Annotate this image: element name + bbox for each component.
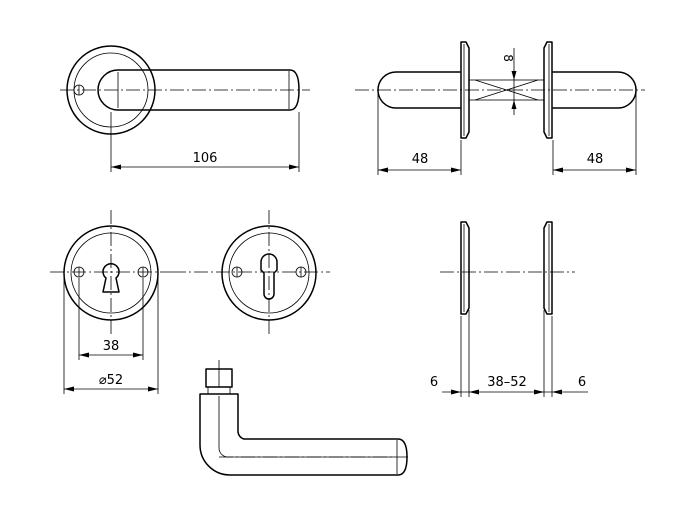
projection-right-label: 48 xyxy=(587,152,604,167)
rose-thickness-right-label: 6 xyxy=(578,375,586,390)
spindle-label: 8 xyxy=(501,54,515,62)
door-thickness-label: 38–52 xyxy=(487,375,527,390)
handle-length-label: 106 xyxy=(193,151,218,166)
screw-spacing-label: 38 xyxy=(103,339,120,354)
handle-top-view xyxy=(199,360,408,476)
rose-diameter-label: ⌀52 xyxy=(99,373,123,388)
rose-thickness-left-label: 6 xyxy=(430,375,438,390)
cylinder-rose-view xyxy=(172,210,330,335)
handle-side-view: 8 48 48 xyxy=(355,41,645,175)
handle-front-view: 106 xyxy=(60,45,310,172)
projection-left-label: 48 xyxy=(412,152,429,167)
keyhole-rose-view: 38 ⌀52 xyxy=(50,210,172,394)
rose-side-profile-view: 6 38–52 6 xyxy=(430,221,588,397)
